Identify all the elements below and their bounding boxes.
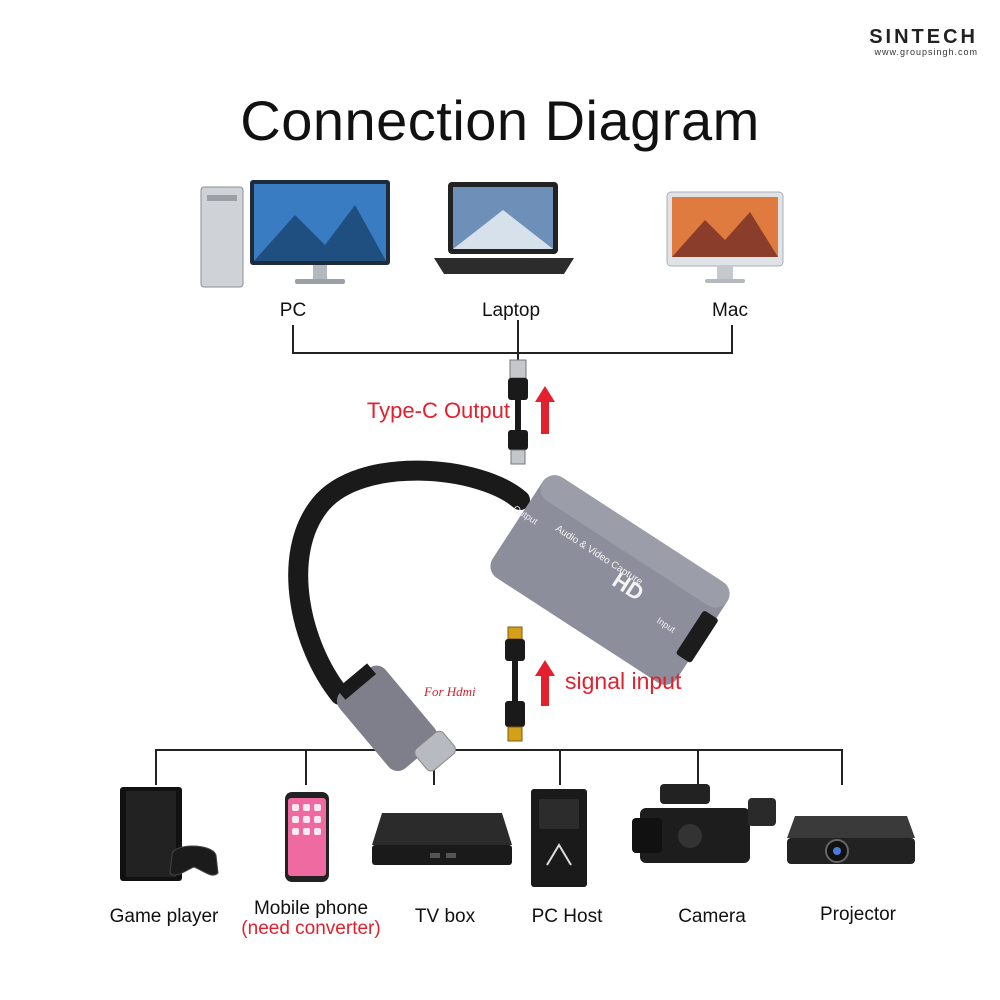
- brand-logo: SINTECH www.groupsingh.com: [869, 26, 978, 57]
- page-title: Connection Diagram: [240, 89, 760, 152]
- bottom-device-label-camera: Camera: [678, 906, 746, 927]
- laptop-icon: [434, 182, 574, 274]
- desktop-pc-icon: [200, 180, 390, 288]
- top-device-label-pc: PC: [279, 300, 307, 321]
- for-hdmi-label: For Hdmi: [424, 684, 476, 699]
- video-camera-icon: [632, 784, 776, 863]
- top-bracket-line: [292, 325, 733, 354]
- bottom-bracket-line: [155, 749, 843, 785]
- imac-icon: [666, 191, 784, 283]
- pc-tower-icon: [531, 789, 587, 887]
- bottom-device-label-pc-host: PC Host: [531, 906, 603, 927]
- top-device-label-mac: Mac: [712, 300, 748, 321]
- signal-input-label: signal input: [565, 668, 682, 694]
- top-device-label-laptop: Laptop: [481, 300, 541, 321]
- usb-cable-icon: [508, 359, 528, 465]
- mobile-phone-note: (need converter): [241, 918, 381, 939]
- input-arrow-icon: [535, 660, 555, 706]
- bottom-device-label-tv-box: TV box: [414, 906, 476, 927]
- bottom-device-label-game-player: Game player: [109, 906, 219, 927]
- capture-adapter-icon: [288, 460, 730, 772]
- hdmi-cable-icon: [505, 626, 525, 742]
- bottom-device-label-mobile-phone: Mobile phone: [253, 898, 369, 919]
- mobile-phone-icon: [285, 792, 329, 882]
- tv-box-icon: [372, 813, 512, 865]
- type-c-output-label: Type-C Output: [366, 398, 510, 423]
- logo-name: SINTECH: [869, 26, 978, 48]
- game-console-icon: [120, 787, 219, 881]
- bottom-device-label-projector: Projector: [819, 904, 897, 925]
- projector-icon: [787, 816, 915, 864]
- output-arrow-icon: [535, 386, 555, 434]
- logo-site: www.groupsingh.com: [874, 47, 978, 57]
